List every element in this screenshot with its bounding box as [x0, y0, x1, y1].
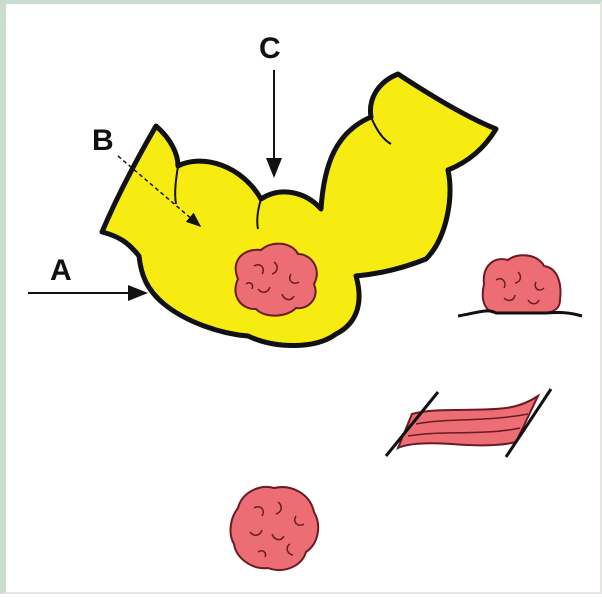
- diagram-canvas: [6, 4, 602, 598]
- flat-polyp: [386, 389, 551, 457]
- detached-polyp: [231, 487, 319, 570]
- label-c: C: [259, 34, 281, 64]
- sessile-polyp: [458, 255, 582, 316]
- intraluminal-polyp: [235, 244, 316, 316]
- label-b: B: [92, 126, 114, 156]
- label-a: A: [50, 256, 72, 286]
